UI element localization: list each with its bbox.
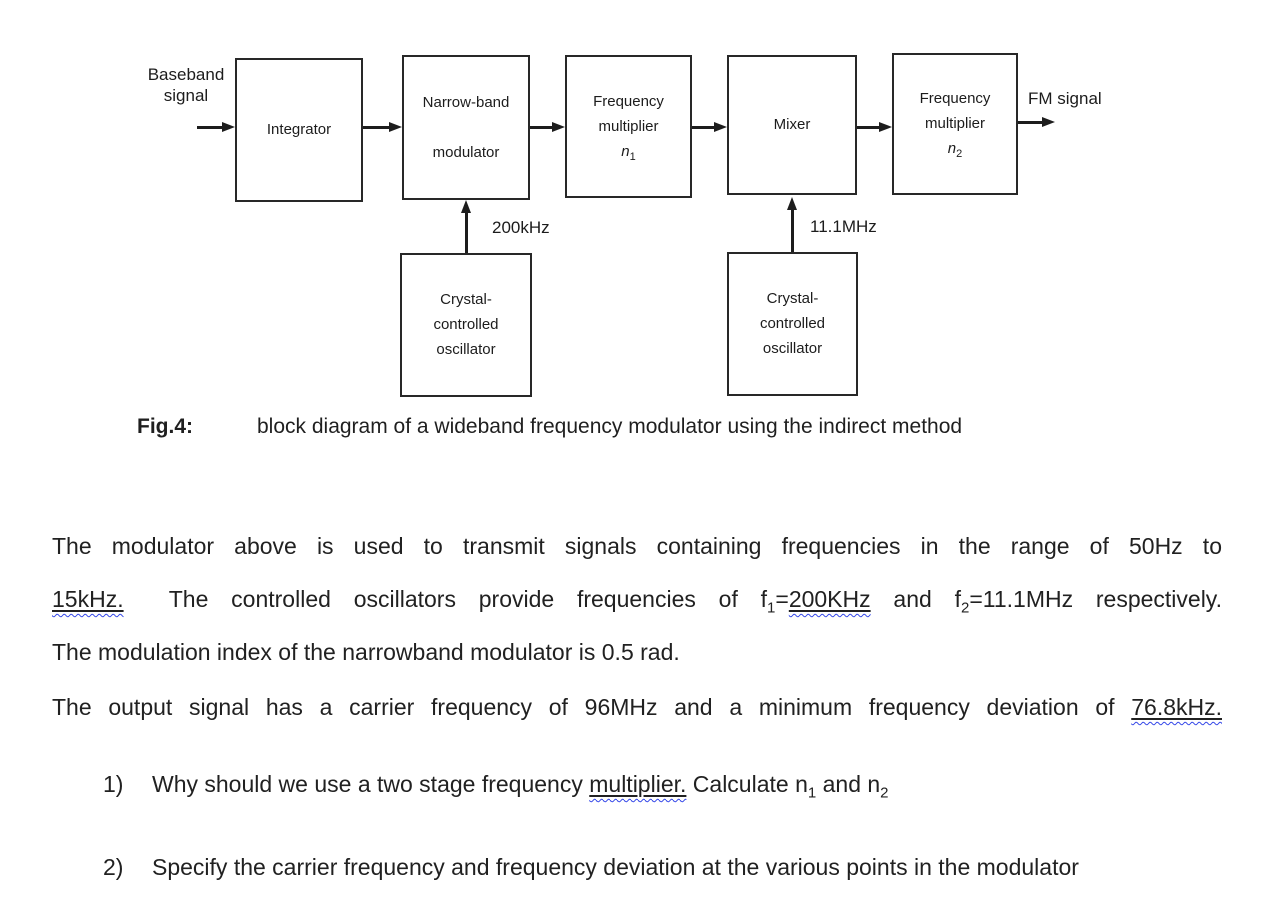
output-signal-label: FM signal [1028,89,1102,108]
flow-line-2 [530,126,552,129]
flow-line-4 [857,126,879,129]
question-1-text: Why should we use a two stage frequency … [152,771,889,802]
output-arrowhead-icon [1042,117,1055,127]
flow-arrowhead-1-icon [389,122,402,132]
question-1-number: 1) [103,771,124,797]
oscillator1-arrowhead-icon [461,200,471,213]
question-2-text: Specify the carrier frequency and freque… [152,854,1079,880]
input-arrow-line [197,126,223,129]
flow-arrowhead-2-icon [552,122,565,132]
question-2: 2) Specify the carrier frequency and freq… [103,852,1079,882]
oscillator2-line [791,209,794,252]
oscillator2-arrowhead-icon [787,197,797,210]
block-frequency-multiplier-1: Frequency multiplier n1 [565,55,692,198]
flow-arrowhead-3-icon [714,122,727,132]
paragraph1-line3: The modulation index of the narrowband m… [52,639,680,665]
oscillator2-frequency-label: 11.1MHz [810,217,877,236]
block-mixer: Mixer [727,55,857,195]
question-2-number: 2) [103,854,124,880]
input-arrowhead-icon [222,122,235,132]
oscillator1-line [465,212,468,253]
block-integrator: Integrator [235,58,363,202]
block-narrowband-modulator: Narrow-band modulator [402,55,530,200]
block-crystal-oscillator-1: Crystal- controlled oscillator [400,253,532,397]
figure-caption-text: block diagram of a wideband frequency mo… [257,415,963,438]
paragraph2: The output signal has a carrier frequenc… [52,694,1222,720]
oscillator1-frequency-label: 200kHz [492,218,550,237]
figure-number: Fig.4: [137,415,193,438]
block-crystal-oscillator-2: Crystal- controlled oscillator [727,252,858,396]
block-frequency-multiplier-2: Frequency multiplier n2 [892,53,1018,195]
flow-line-1 [363,126,389,129]
paragraph1-line2: 15kHz. The controlled oscillators provid… [52,586,1222,617]
flow-arrowhead-4-icon [879,122,892,132]
flow-line-3 [692,126,714,129]
output-arrow-line [1018,121,1042,124]
figure-caption: Fig.4: block diagram of a wideband frequ… [137,414,962,440]
question-1: 1) Why should we use a two stage frequenc… [103,769,889,802]
paragraph1-line1: The modulator above is used to transmit … [52,533,1222,559]
